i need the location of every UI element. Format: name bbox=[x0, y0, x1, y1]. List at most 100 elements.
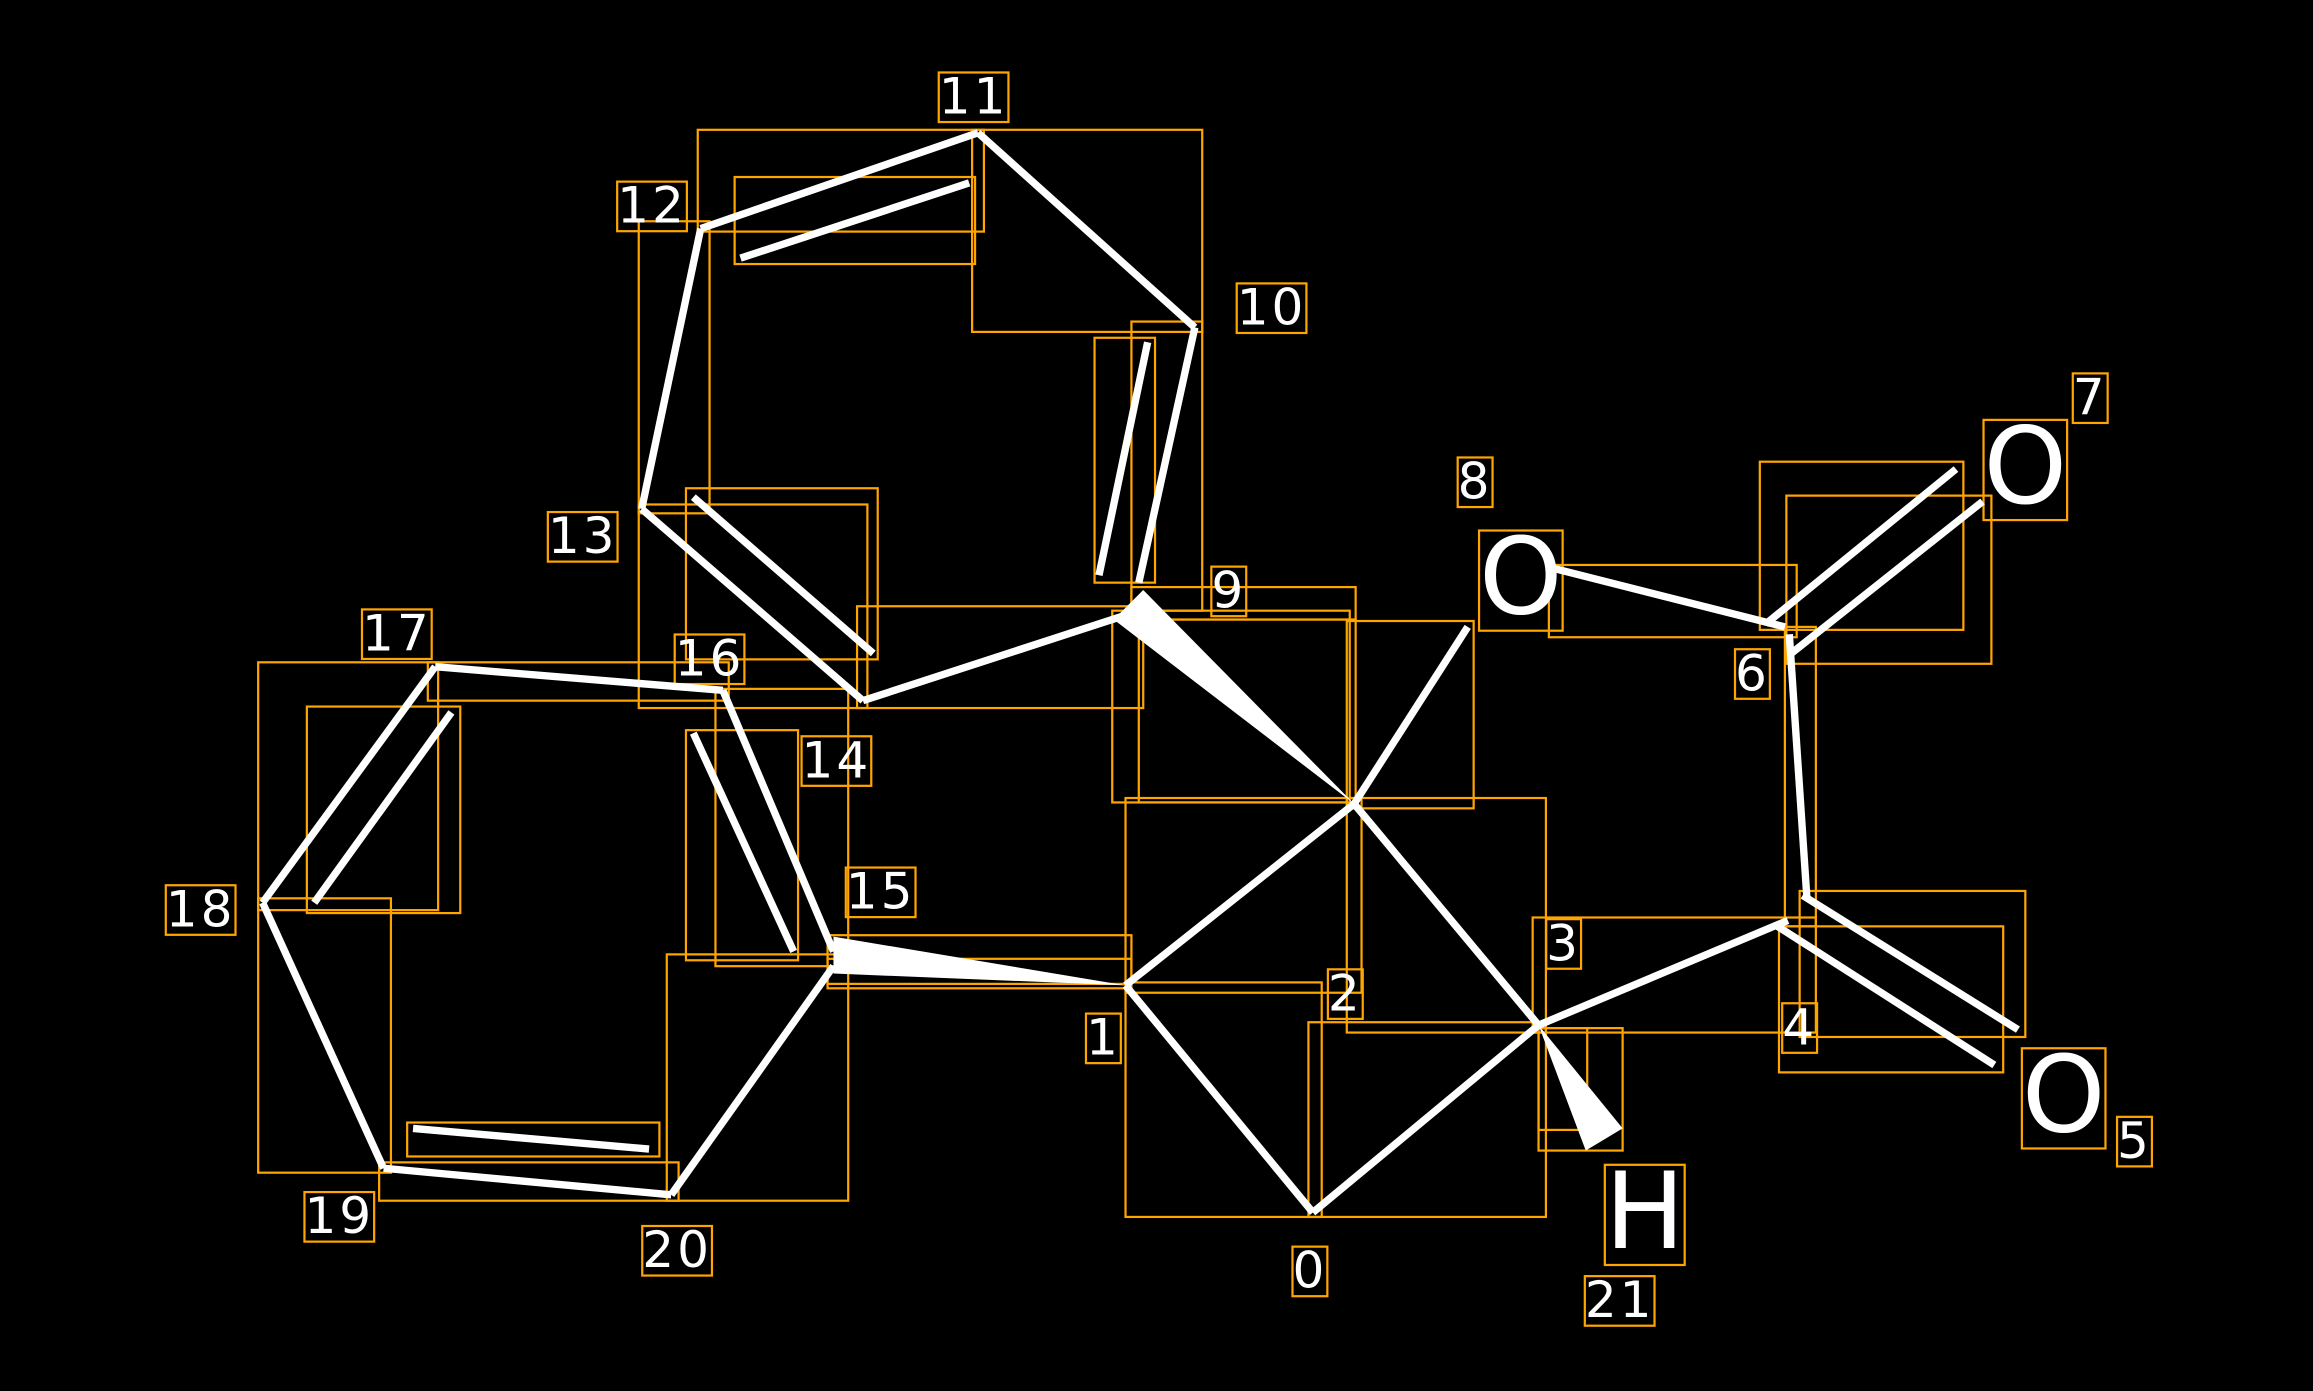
atom-index-16: 16 bbox=[675, 629, 745, 688]
atom-index-1: 1 bbox=[1086, 1008, 1121, 1067]
atom-index-2: 2 bbox=[1328, 963, 1363, 1022]
bond-14-17 bbox=[434, 663, 724, 695]
label-box bbox=[616, 180, 688, 233]
bond-box bbox=[1137, 618, 1357, 804]
bond-20-15 bbox=[668, 964, 837, 1197]
bond-13-16-inner bbox=[690, 494, 876, 657]
label-box bbox=[641, 1224, 714, 1277]
bond-18-19 bbox=[259, 901, 387, 1170]
bond-box bbox=[1537, 1027, 1589, 1132]
bond-6-8 bbox=[1550, 564, 1786, 631]
label-box bbox=[1733, 648, 1771, 700]
bond-box bbox=[696, 128, 986, 233]
bond-16-9 bbox=[861, 613, 1123, 705]
atom-index-17: 17 bbox=[362, 604, 432, 663]
bounding-boxes bbox=[164, 71, 2154, 1327]
label-box bbox=[1084, 1012, 1122, 1065]
bond-13-16 bbox=[639, 506, 866, 704]
wedge-bond-3-21 bbox=[1538, 1025, 1623, 1151]
bond-1-2 bbox=[1123, 801, 1357, 989]
bond-box bbox=[1777, 925, 2005, 1074]
atom-symbol-o7: O bbox=[1984, 405, 2068, 529]
label-box bbox=[360, 608, 433, 661]
bond-19-20 bbox=[383, 1164, 672, 1199]
atom-index-20: 20 bbox=[642, 1220, 712, 1279]
bond-4-5 bbox=[1800, 892, 2020, 1033]
bond-box bbox=[1531, 916, 1817, 1034]
label-box bbox=[673, 633, 746, 686]
atom-index-5: 5 bbox=[2117, 1111, 2152, 1170]
atom-index-4: 4 bbox=[1782, 997, 1817, 1056]
label-box bbox=[2071, 372, 2109, 425]
bond-4-6 bbox=[1785, 634, 1811, 901]
bond-3-4 bbox=[1537, 917, 1790, 1029]
labels: O O O H 0 1 2 3 4 5 6 7 8 9 10 11 12 13 … bbox=[166, 67, 2152, 1330]
label-box bbox=[2020, 1047, 2107, 1150]
bond-15-14 bbox=[719, 688, 837, 953]
label-box bbox=[303, 1190, 376, 1243]
label-box bbox=[1210, 565, 1248, 618]
bond-box bbox=[257, 661, 440, 912]
bond-box bbox=[1124, 981, 1323, 1219]
bond-11-12-inner bbox=[739, 179, 971, 262]
bond-3-0 bbox=[1310, 1022, 1541, 1216]
bond-4-5-inner bbox=[1775, 923, 1997, 1069]
bond-box bbox=[257, 897, 393, 1174]
label-box bbox=[164, 884, 237, 936]
label-box bbox=[1982, 418, 2069, 522]
atom-index-0: 0 bbox=[1292, 1241, 1327, 1300]
atom-index-3: 3 bbox=[1546, 913, 1581, 972]
bond-box bbox=[1307, 1021, 1548, 1219]
atom-index-19: 19 bbox=[304, 1186, 374, 1245]
atom-symbol-h21: H bbox=[1605, 1150, 1685, 1274]
atom-index-12: 12 bbox=[617, 176, 687, 235]
bond-box bbox=[971, 128, 1204, 333]
bond-box bbox=[1798, 889, 2027, 1039]
label-box bbox=[1545, 918, 1583, 970]
bond-0-1 bbox=[1122, 983, 1316, 1215]
label-box bbox=[1781, 1002, 1819, 1054]
bond-12-13 bbox=[638, 227, 705, 510]
atom-index-21: 21 bbox=[1585, 1270, 1655, 1329]
bond-box bbox=[1345, 796, 1548, 1034]
bond-19-20-inner bbox=[412, 1124, 650, 1153]
bond-6-7-inner bbox=[1787, 498, 1985, 658]
bond-9-10-inner bbox=[1095, 341, 1152, 577]
bonds bbox=[259, 129, 2020, 1216]
bond-box bbox=[406, 1121, 661, 1158]
bond-box bbox=[1785, 494, 1993, 665]
atom-index-8: 8 bbox=[1458, 452, 1493, 511]
label-box bbox=[1583, 1275, 1656, 1327]
label-box bbox=[1291, 1245, 1329, 1298]
label-box bbox=[1477, 529, 1564, 632]
label-box bbox=[800, 735, 873, 787]
label-box bbox=[2115, 1115, 2154, 1168]
bond-box bbox=[1345, 619, 1475, 810]
label-box bbox=[844, 866, 917, 919]
wedge-bond-2-9 bbox=[1113, 590, 1355, 804]
bond-17-18 bbox=[259, 664, 439, 905]
wedge-bond-1-15 bbox=[833, 936, 1126, 986]
atom-index-10: 10 bbox=[1237, 278, 1307, 337]
atom-index-6: 6 bbox=[1735, 643, 1770, 702]
atom-symbol-o8: O bbox=[1479, 516, 1563, 640]
bond-9-10 bbox=[1135, 326, 1199, 584]
bond-box bbox=[305, 705, 462, 915]
bond-6-7 bbox=[1763, 466, 1959, 627]
atom-index-18: 18 bbox=[166, 879, 236, 938]
bond-11-12 bbox=[699, 129, 980, 233]
label-box bbox=[1235, 282, 1308, 335]
bond-10-11 bbox=[975, 130, 1198, 331]
label-box bbox=[546, 510, 619, 563]
bond-17-18-inner bbox=[311, 710, 455, 905]
label-box bbox=[937, 71, 1010, 124]
atom-index-15: 15 bbox=[846, 862, 916, 921]
bond-box bbox=[665, 953, 850, 1202]
bond-box bbox=[1093, 336, 1157, 584]
bond-box bbox=[1758, 460, 1965, 631]
bond-2-3 bbox=[1351, 801, 1542, 1028]
atom-index-14: 14 bbox=[802, 730, 872, 789]
atom-index-7: 7 bbox=[2073, 367, 2108, 426]
label-box bbox=[1456, 456, 1494, 509]
